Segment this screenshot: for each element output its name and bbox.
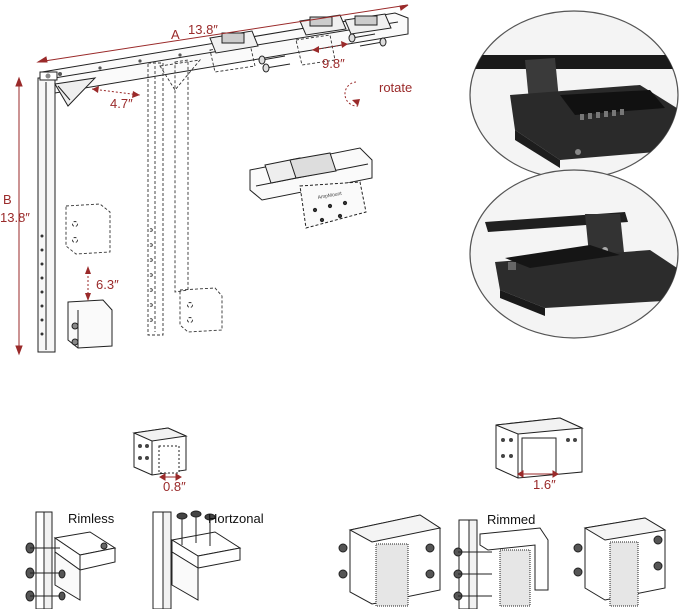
- dimension-a-value: 13.8″: [188, 22, 218, 37]
- dashed-frame: [65, 34, 336, 336]
- rimmed-mount-left: [338, 514, 442, 607]
- rimmed-mount-right: [573, 517, 667, 607]
- small-clamp-width-label: 0.8″: [163, 479, 186, 494]
- lower-clamp: [67, 299, 113, 349]
- horizontal-mount: [152, 510, 242, 609]
- bracket-gap-label: 6.3″: [96, 277, 119, 292]
- double-arrow-icon: [159, 473, 182, 481]
- screw-icon: [258, 33, 387, 73]
- rimmed-label: Rimmed: [487, 512, 535, 527]
- product-photo-top: [469, 10, 679, 180]
- dimension-b-line: [15, 76, 23, 356]
- clamp-large: [495, 417, 584, 479]
- rimmed-mount-middle: [453, 519, 549, 609]
- rotate-arrow-icon: [344, 81, 359, 107]
- plate-detail: [249, 147, 373, 229]
- product-photo-bottom: [469, 169, 679, 339]
- clamp-small: [132, 427, 188, 476]
- slide-width-label: 9.8″: [322, 56, 345, 71]
- dimension-b-value: 13.8″: [0, 210, 30, 225]
- rimless-label: Rimless: [68, 511, 115, 526]
- dimension-b-letter: B: [3, 192, 12, 207]
- double-arrow-icon: [517, 470, 559, 478]
- large-clamp-width-label: 1.6″: [533, 477, 556, 492]
- rimless-mount: [25, 511, 117, 609]
- dimension-a-line: [36, 4, 409, 63]
- plate-brand-text: AmpMount: [317, 191, 342, 201]
- dimension-a-letter: A: [171, 27, 180, 42]
- horizontal-label: Hortzonal: [208, 511, 264, 526]
- arm-offset-label: 4.7″: [110, 96, 133, 111]
- double-arrow-icon: [91, 88, 141, 96]
- rotate-label: rotate: [379, 80, 412, 95]
